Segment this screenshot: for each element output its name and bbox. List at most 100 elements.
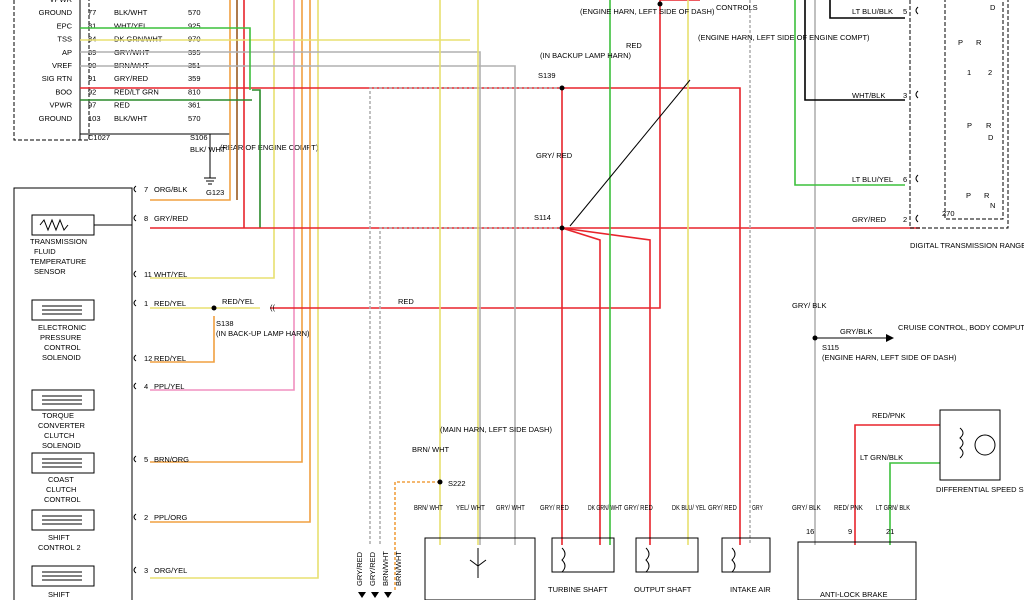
- trans-pin-number: 11: [144, 270, 152, 279]
- connector-pin-icon: [915, 214, 919, 223]
- bottom-wire-label: GRY/ RED: [540, 503, 569, 512]
- pcm-row-circuit: 570: [188, 8, 201, 17]
- tcc-solenoid: TORQUE CONVERTER CLUTCH SOLENOID: [31, 389, 95, 450]
- pcm-row-pin: 77: [88, 8, 96, 17]
- red-wire-label: RED: [398, 297, 414, 306]
- abs-pin-number: 16: [806, 527, 814, 536]
- s222-note: (MAIN HARN, LEFT SIDE DASH): [440, 425, 552, 434]
- bottom-wire-label: GRY/ BLK: [792, 503, 821, 512]
- trans-pin-number: 5: [144, 455, 148, 464]
- bottom-wire-text: LT GRN/ BLK: [876, 503, 910, 512]
- connector-pin-icon: [133, 270, 137, 278]
- s222-wire: BRN/ WHT: [412, 445, 449, 454]
- bottom-wire-label: GRY/ RED: [624, 503, 653, 512]
- connector-pin-icon: [915, 90, 919, 99]
- pcm-connector-outline: [13, 0, 90, 141]
- ccc-label-1: COAST: [48, 475, 74, 484]
- diff-wire1: RED/PNK: [872, 411, 905, 420]
- tcc-label-2: CONVERTER: [38, 421, 86, 430]
- pcm-row-label: VPWR: [50, 0, 73, 4]
- tft-sensor-label-1: TRANSMISSION: [30, 237, 87, 246]
- trans-pin-wire: PPL/ORG: [154, 513, 188, 522]
- pcm-row-label: VREF: [52, 61, 72, 70]
- range-switch-position: D: [990, 3, 996, 12]
- epc-label-2: PRESSURE: [40, 333, 81, 342]
- pcm-row-label: BOO: [55, 87, 72, 96]
- tp-sensor-box: [424, 537, 536, 600]
- bottom-wire-text: YEL/ WHT: [456, 503, 485, 512]
- s106-note: (REAR OF ENGINE COMPT): [220, 143, 319, 152]
- s139-note: (IN BACKUP LAMP HARN): [540, 51, 631, 60]
- ccc-solenoid: COAST CLUTCH CONTROL: [31, 452, 95, 504]
- connector-pin-icon: [133, 214, 137, 222]
- range-pin-wire: GRY/RED: [852, 215, 887, 224]
- sensor-coil-icon: [974, 434, 996, 456]
- coil-icon: [42, 571, 82, 581]
- shift-solenoid: SHIFT: [31, 565, 95, 599]
- range-pin-wire: WHT/BLK: [852, 91, 885, 100]
- pcm-wire-bus: [80, 0, 700, 579]
- splice-s222: S222 (MAIN HARN, LEFT SIDE DASH) BRN/ WH…: [412, 425, 552, 488]
- top-note: (ENGINE HARN, LEFT SIDE OF DASH): [580, 7, 715, 16]
- pcm-row-pin: 81: [88, 21, 96, 30]
- ground-g123-icon: [204, 177, 216, 185]
- abs-pin-number: 21: [886, 527, 894, 536]
- bottom-wire-text: RED/ PNK: [834, 503, 863, 512]
- sc2-solenoid: SHIFT CONTROL 2: [31, 509, 95, 552]
- range-switch-position: 2: [988, 68, 992, 77]
- trans-pin-wire: PPL/YEL: [154, 382, 184, 391]
- bottom-wire-label: DK GRN/ WHT: [588, 503, 622, 512]
- s138-label: S138: [216, 319, 234, 328]
- coil-icon: [42, 458, 82, 468]
- pcm-row-label: VPWR: [50, 101, 73, 110]
- resistor-icon: [39, 218, 69, 232]
- s222-label: S222: [448, 479, 466, 488]
- potentiometer-icon: [469, 548, 487, 578]
- output-label: OUTPUT SHAFT: [634, 585, 692, 594]
- trans-pin-number: 2: [144, 513, 148, 522]
- pcm-row-circuit: 970: [188, 35, 201, 44]
- range-pin-number: 5: [903, 7, 907, 16]
- pcm-row-pin: 91: [88, 74, 96, 83]
- s115-gry-blk: GRY/ BLK: [792, 301, 826, 310]
- trans-pin-number: 7: [144, 185, 148, 194]
- controls-label: CONTROLS: [716, 3, 758, 12]
- pcm-row-label: SIG RTN: [42, 74, 72, 83]
- range-sensor-name: DIGITAL TRANSMISSION RANGE SENSOR (LEFT …: [910, 241, 1024, 250]
- pcm-row-circuit: 810: [188, 87, 201, 96]
- coil-icon: [42, 305, 82, 315]
- connector-pin-icon: [133, 455, 137, 463]
- pcm-row-circuit: 925: [188, 21, 201, 30]
- splice-s106: S106: [190, 133, 208, 142]
- bottom-wire-text: DK GRN/ WHT: [588, 503, 622, 512]
- pcm-row-circuit: 361: [188, 101, 201, 110]
- bottom-wire-label: LT GRN/ BLK: [876, 503, 910, 512]
- bottom-wire-label: GRY/ RED: [708, 503, 737, 512]
- s115-label: S115: [822, 343, 839, 352]
- pcm-row-circuit: 570: [188, 114, 201, 123]
- coil-icon: [42, 515, 82, 525]
- bottom-wire-label: GRY: [752, 503, 763, 512]
- trans-pin-wire: WHT/YEL: [154, 270, 187, 279]
- range-resistor: 270: [942, 209, 955, 218]
- epc-label-4: SOLENOID: [42, 353, 81, 362]
- bottom-wire-text: GRY/ RED: [624, 503, 653, 512]
- s115-wire: GRY/BLK: [840, 327, 872, 336]
- range-switch-position: R: [986, 121, 992, 130]
- abs-module-box: [797, 541, 917, 600]
- pcm-row-pin: 92: [88, 87, 96, 96]
- tft-sensor-label-3: TEMPERATURE: [30, 257, 86, 266]
- output-sensor-box: [635, 537, 699, 573]
- pcm-row-pin: 84: [88, 35, 96, 44]
- trans-pin-wire: GRY/RED: [154, 214, 189, 223]
- pcm-row-pin: 103: [88, 114, 101, 123]
- pcm-row-wire: WHT/YEL: [114, 21, 147, 30]
- bottom-wire-text: GRY/ WHT: [496, 503, 525, 512]
- tcc-label-1: TORQUE: [42, 411, 74, 420]
- splice-s138: S138 (IN BACK-UP LAMP HARN) RED/YEL (( R…: [211, 297, 414, 338]
- pcm-row-label: AP: [62, 48, 72, 57]
- diff-sensor: RED/PNK LT GRN/BLK DIFFERENTIAL SPEED SE…: [860, 409, 1024, 494]
